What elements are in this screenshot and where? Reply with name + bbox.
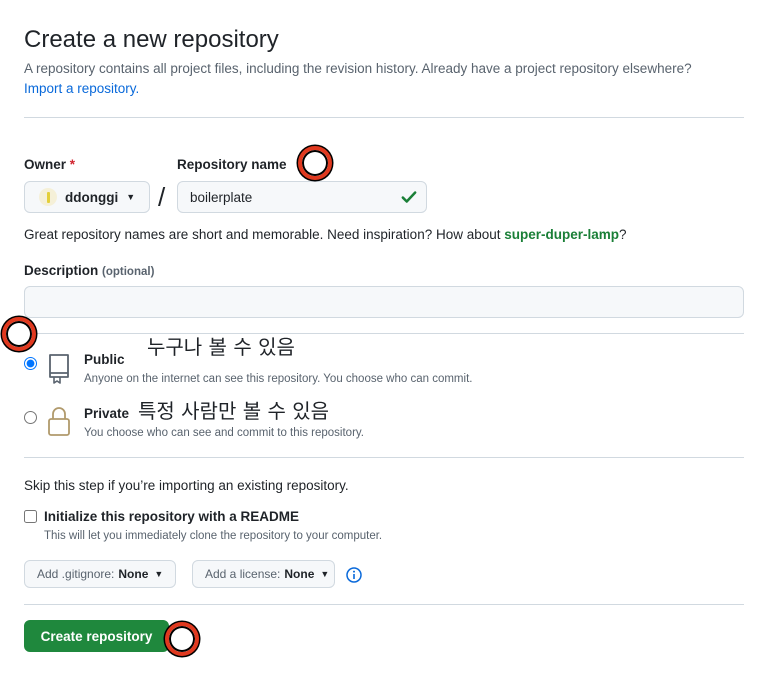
private-annotation: 특정 사람만 볼 수 있음 [138, 399, 330, 423]
name-suggestion-link[interactable]: super-duper-lamp [504, 227, 620, 242]
private-radio[interactable] [24, 411, 37, 424]
license-value: None [284, 567, 315, 581]
private-description: You choose who can see and commit to thi… [84, 427, 364, 439]
description-input[interactable] [24, 286, 744, 318]
divider [24, 117, 744, 118]
divider [24, 333, 744, 334]
repository-name-label: Repository name [177, 157, 287, 172]
annotation-marker [165, 622, 199, 656]
import-repository-link[interactable]: Import a repository. [24, 81, 140, 96]
avatar-icon [39, 188, 57, 206]
readme-checkbox[interactable] [24, 510, 37, 523]
chevron-down-icon: ▼ [154, 569, 164, 579]
required-mark: * [69, 157, 76, 172]
owner-dropdown[interactable]: ddonggi ▼ [24, 181, 150, 213]
owner-repo-separator: / [158, 182, 166, 212]
owner-name: ddonggi [65, 189, 119, 205]
readme-description: This will let you immediately clone the … [44, 530, 383, 542]
info-icon[interactable] [346, 567, 362, 583]
description-label: Description (optional) [24, 263, 155, 278]
divider [24, 457, 744, 458]
page-subtitle: A repository contains all project files,… [24, 61, 692, 76]
repository-name-input[interactable] [177, 181, 427, 213]
license-prefix: Add a license: [205, 567, 281, 581]
public-description: Anyone on the internet can see this repo… [84, 373, 473, 385]
create-repository-button[interactable]: Create repository [24, 620, 169, 652]
lock-icon [48, 407, 70, 436]
private-title: Private [84, 406, 130, 421]
gitignore-value: None [118, 567, 149, 581]
check-icon [401, 191, 417, 203]
name-hint: Great repository names are short and mem… [24, 227, 627, 242]
public-annotation: 누구나 볼 수 있음 [147, 335, 295, 359]
optional-tag: (optional) [102, 266, 155, 278]
readme-label[interactable]: Initialize this repository with a README [44, 509, 300, 524]
public-radio[interactable] [24, 357, 37, 370]
annotation-marker [298, 146, 332, 180]
chevron-down-icon: ▼ [320, 569, 330, 579]
gitignore-dropdown[interactable]: Add .gitignore: None ▼ [24, 560, 176, 588]
page-title: Create a new repository [24, 26, 279, 53]
owner-label: Owner * [24, 157, 76, 172]
license-dropdown[interactable]: Add a license: None ▼ [192, 560, 335, 588]
gitignore-prefix: Add .gitignore: [37, 567, 115, 581]
divider [24, 604, 744, 605]
public-title: Public [84, 352, 125, 367]
annotation-marker [2, 317, 36, 351]
repo-icon [49, 354, 69, 384]
chevron-down-icon: ▼ [126, 192, 136, 202]
skip-text: Skip this step if you’re importing an ex… [24, 478, 349, 493]
